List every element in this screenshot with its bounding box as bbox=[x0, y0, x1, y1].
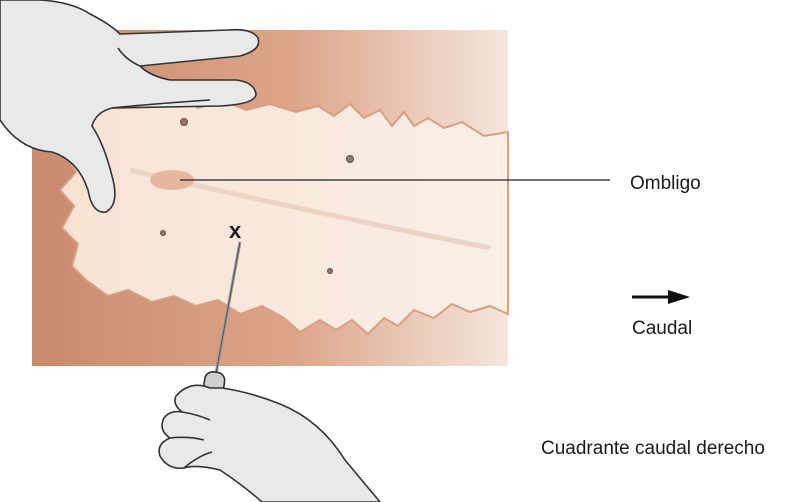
quadrant-caption: Cuadrante caudal derecho bbox=[541, 438, 765, 459]
nipple-dot-4 bbox=[328, 269, 333, 274]
puncture-mark: x bbox=[229, 218, 242, 243]
nipple-dot-2 bbox=[347, 156, 354, 163]
nipple-dot-3 bbox=[161, 231, 166, 236]
lower-gloved-hand bbox=[159, 371, 380, 502]
caudal-arrow-icon bbox=[632, 290, 690, 304]
caudal-label: Caudal bbox=[632, 318, 692, 339]
nipple-dot-1 bbox=[181, 119, 188, 126]
umbilicus-label: Ombligo bbox=[630, 173, 701, 194]
